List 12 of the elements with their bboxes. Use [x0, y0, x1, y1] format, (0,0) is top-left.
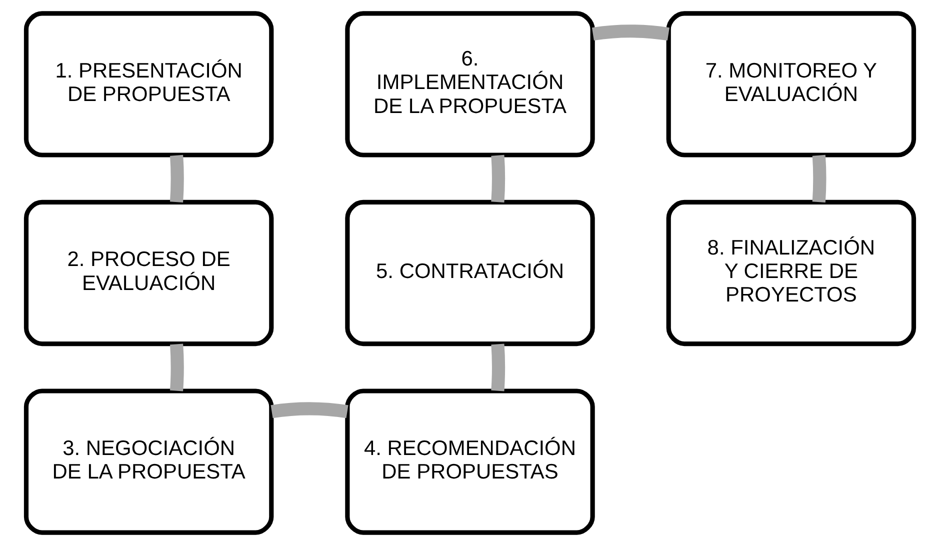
connector: [490, 344, 505, 392]
node-box: 1. PRESENTACIÓN DE PROPUESTA: [23, 11, 274, 158]
node-box: 5. CONTRATACIÓN: [344, 200, 594, 346]
connector: [270, 402, 348, 418]
node-box: 6. IMPLEMENTACIÓN DE LA PROPUESTA: [344, 11, 594, 158]
node-box: 4. RECOMENDACIÓN DE PROPUESTAS: [344, 388, 594, 535]
node-box: 8. FINALIZACIÓN Y CIERRE DE PROYECTOS: [666, 200, 916, 346]
node-box: 2. PROCESO DE EVALUACIÓN: [23, 200, 274, 346]
connector: [592, 24, 669, 41]
node-box: 3. NEGOCIACIÓN DE LA PROPUESTA: [23, 388, 274, 535]
connector: [169, 344, 184, 392]
node-box: 7. MONITOREO Y EVALUACIÓN: [666, 11, 916, 158]
